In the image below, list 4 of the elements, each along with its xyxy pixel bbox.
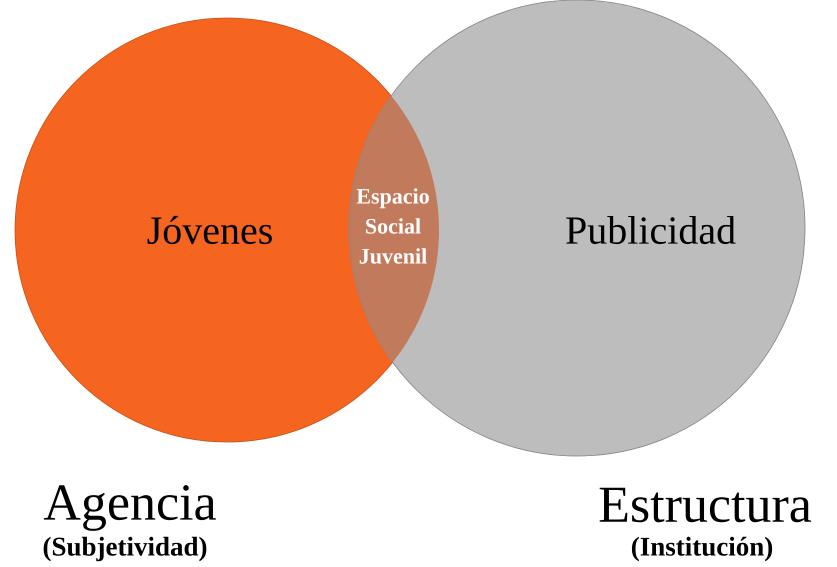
big-label: Agencia (44, 485, 216, 531)
sub-label: (Institución) (632, 536, 772, 562)
overlap-region: Espacio Social Juvenil (356, 188, 429, 264)
sub-label: (Subjetividad) (44, 536, 206, 562)
